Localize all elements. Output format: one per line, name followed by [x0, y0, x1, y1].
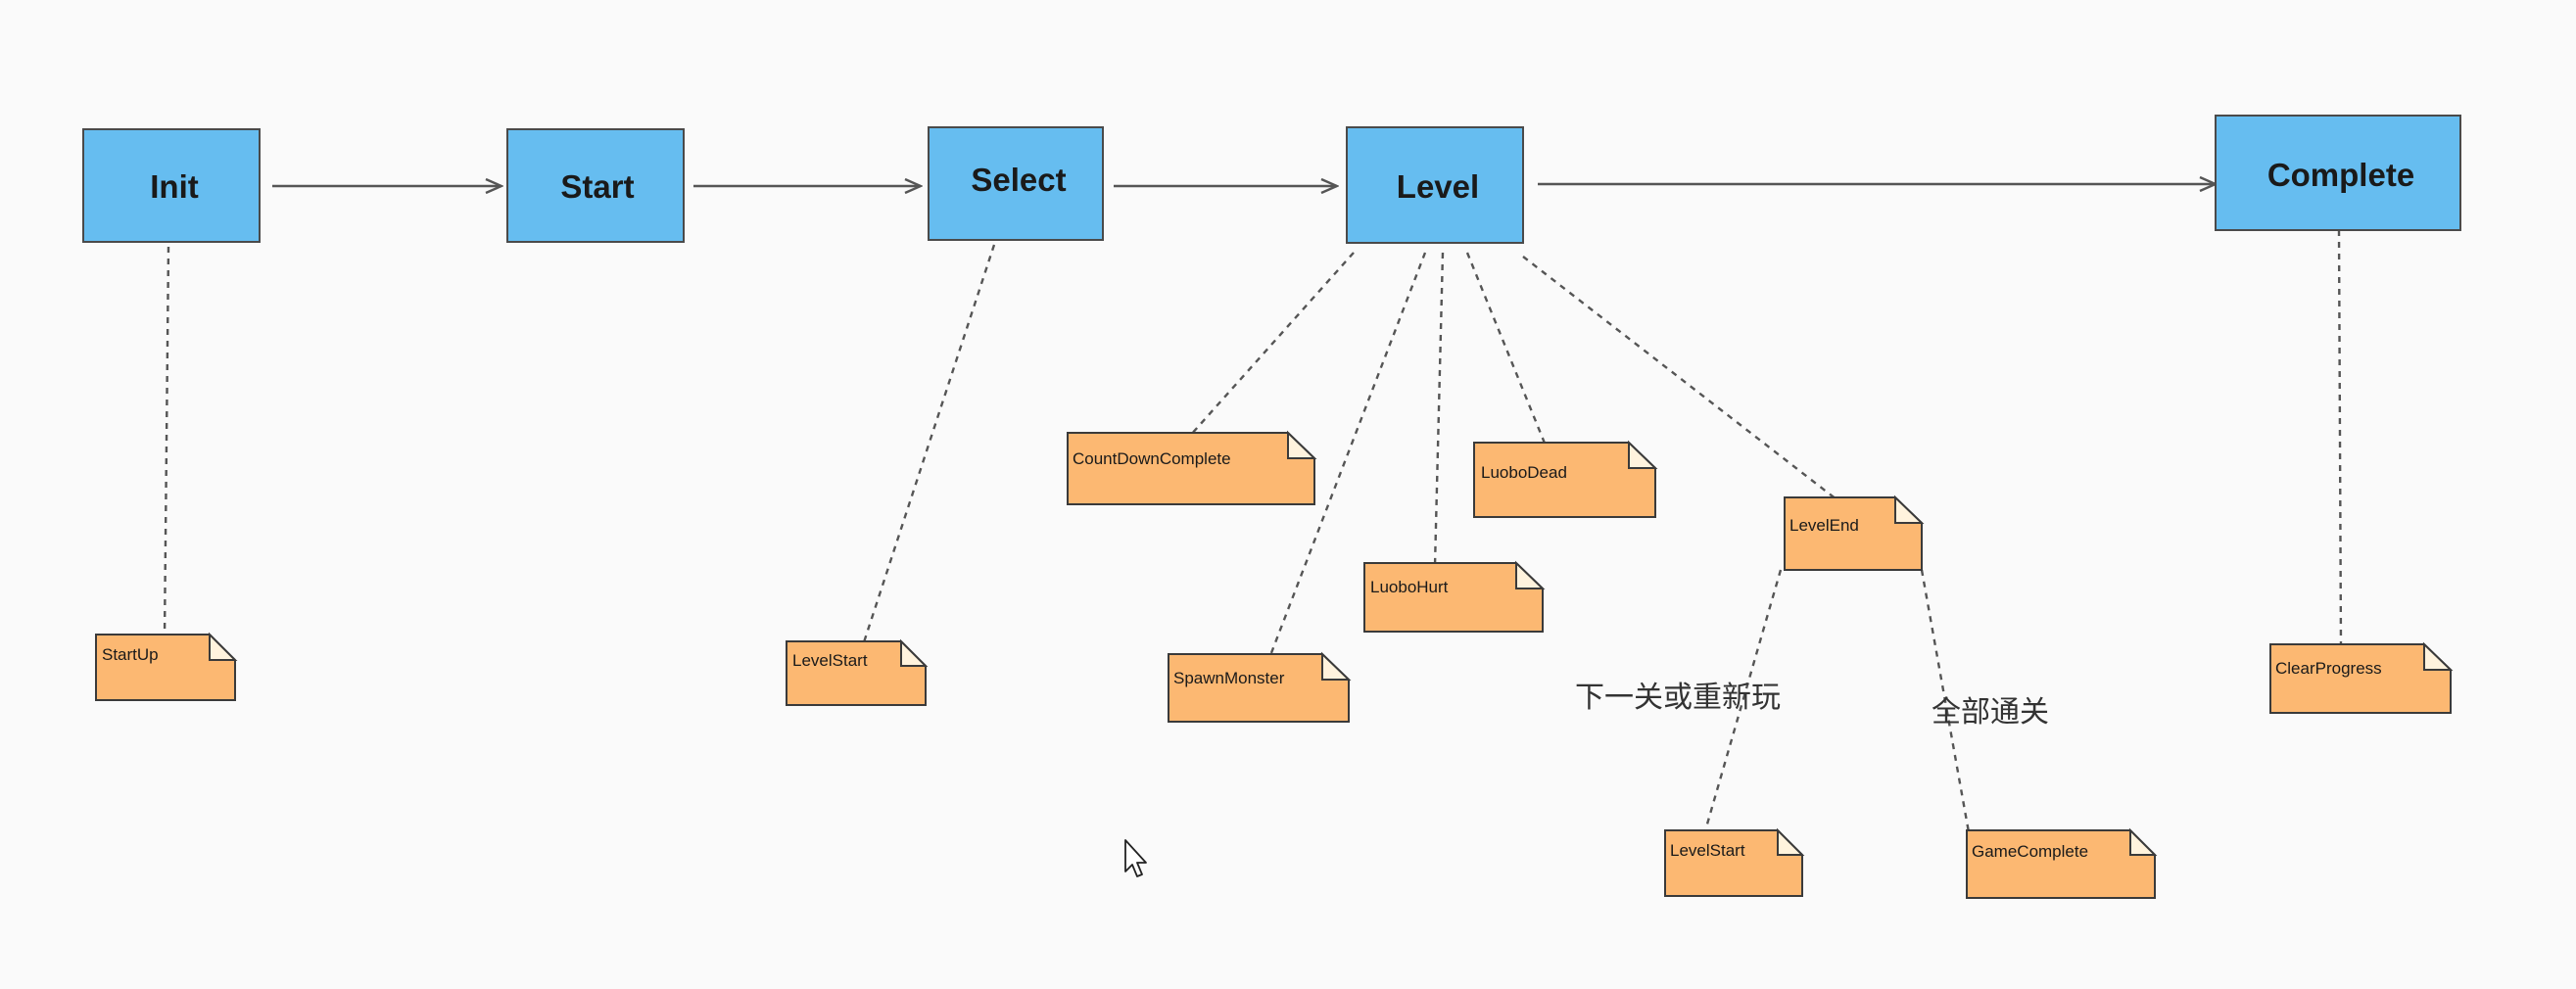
branch-label-next-or-replay: 下一关或重新玩: [1575, 681, 1781, 715]
state-label-start: Start: [560, 168, 634, 205]
connector-level-countdowncomplete: [1189, 252, 1355, 437]
branch-label-all-cleared: 全部通关: [1932, 695, 2049, 730]
state-level: Level: [1346, 126, 1524, 244]
note-label-levelstart-next: LevelStart: [1670, 841, 1745, 860]
note-luobodead: LuoboDead: [1473, 440, 1658, 518]
connector-level-luobohurt: [1433, 252, 1445, 567]
state-label-complete: Complete: [2267, 157, 2414, 193]
state-label-select: Select: [971, 162, 1066, 198]
note-levelstart-next: LevelStart: [1664, 827, 1805, 897]
note-clearprogress: ClearProgress: [2269, 641, 2454, 714]
connector-init-startup: [163, 246, 170, 639]
note-countdowncomplete: CountDownComplete: [1067, 430, 1317, 505]
transitions: [272, 184, 2216, 186]
connector-level-spawnmonster: [1267, 252, 1427, 659]
note-label-countdowncomplete: CountDownComplete: [1073, 449, 1231, 468]
note-label-clearprogress: ClearProgress: [2275, 659, 2382, 678]
note-luobohurt: LuoboHurt: [1363, 560, 1546, 633]
note-startup: StartUp: [95, 632, 238, 701]
connector-select-levelstart: [860, 244, 996, 649]
connector-level-levelend: [1522, 256, 1837, 500]
note-label-levelend: LevelEnd: [1789, 516, 1859, 535]
connector-levelend-gamecomplete: [1920, 569, 1971, 833]
note-levelstart-select: LevelStart: [786, 638, 929, 706]
state-start: Start: [506, 128, 685, 243]
note-label-luobodead: LuoboDead: [1481, 463, 1567, 482]
note-label-luobohurt: LuoboHurt: [1370, 578, 1449, 596]
state-init: Init: [82, 128, 261, 243]
note-label-levelstart-select: LevelStart: [792, 651, 868, 670]
note-spawnmonster: SpawnMonster: [1168, 651, 1352, 723]
connector-level-luobodead: [1465, 252, 1548, 447]
state-label-init: Init: [150, 168, 198, 205]
mouse-cursor-icon: [1124, 839, 1147, 877]
note-levelend: LevelEnd: [1784, 494, 1925, 571]
state-select: Select: [928, 126, 1104, 241]
state-complete: Complete: [2215, 115, 2461, 231]
note-label-spawnmonster: SpawnMonster: [1173, 669, 1285, 687]
note-gamecomplete: GameComplete: [1966, 827, 2158, 899]
note-connectors: [163, 229, 2343, 835]
state-label-level: Level: [1397, 168, 1479, 205]
note-label-gamecomplete: GameComplete: [1972, 842, 2088, 861]
note-label-startup: StartUp: [102, 645, 159, 664]
connector-complete-clearprogress: [2337, 229, 2343, 647]
